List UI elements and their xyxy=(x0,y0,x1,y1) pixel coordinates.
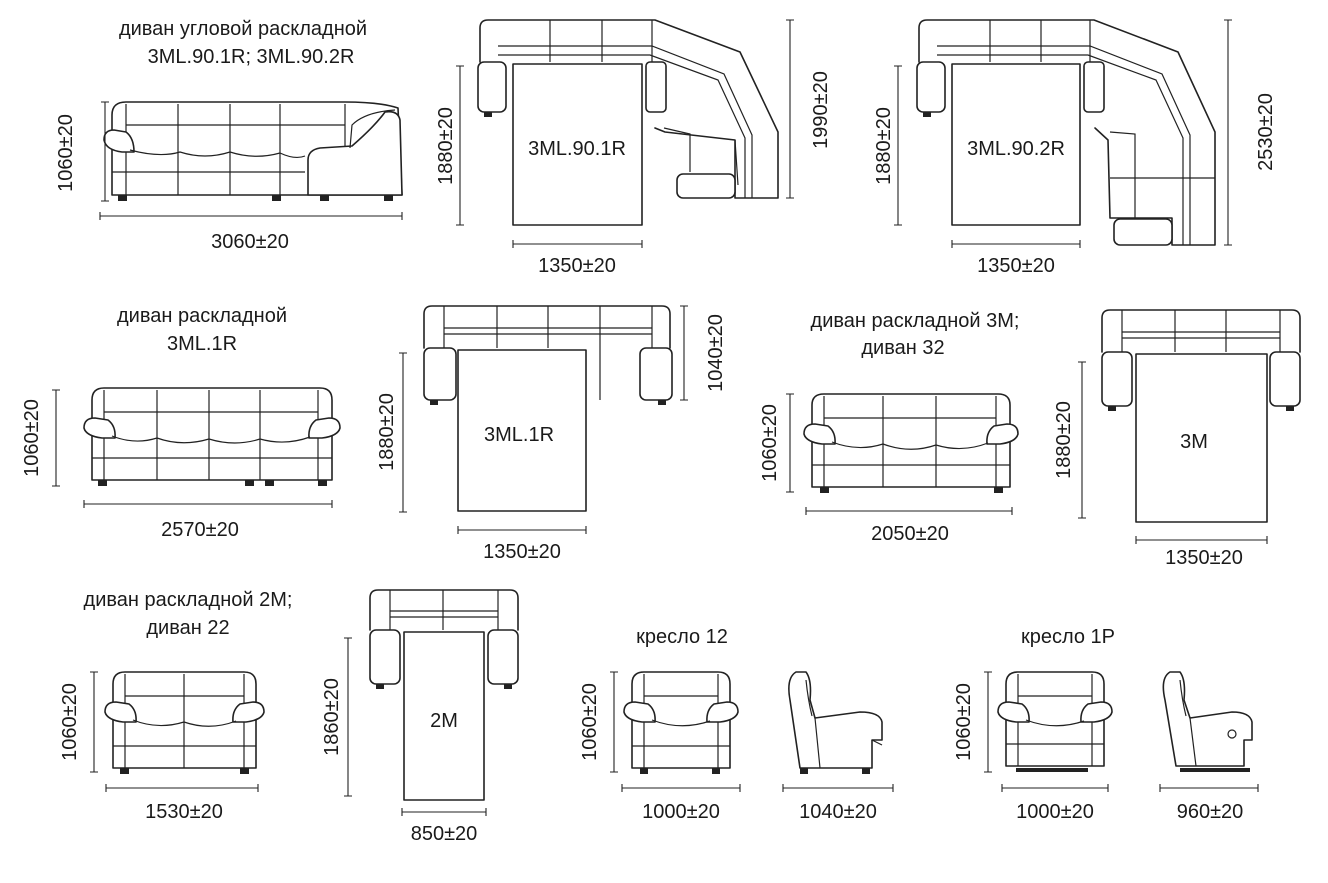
corner-sofa-title-line1: диван угловой раскладной xyxy=(119,18,367,40)
chair-12-group: кресло 12 1060±20 1000±20 1040±20 xyxy=(579,626,894,823)
sofa-3ml-title-line2: 3ML.1R xyxy=(167,333,237,355)
chair-1p-width-label: 1000±20 xyxy=(1016,801,1094,823)
sofa-3m-plan-drawing xyxy=(1101,309,1301,523)
chair-12-side-drawing xyxy=(788,671,883,774)
sofa-3ml-width-label: 2570±20 xyxy=(161,519,239,541)
corner-sofa-width-label: 3060±20 xyxy=(211,231,289,253)
sofa-3m-title-line1: диван раскладной 3М; xyxy=(811,310,1020,332)
corner-sofa-height-label: 1060±20 xyxy=(55,114,77,192)
corner-sofa-group: диван угловой раскладной 3ML.90.1R; 3ML.… xyxy=(55,18,403,253)
corner-plan-1-depth-label: 1990±20 xyxy=(810,71,832,149)
sofa-3ml-plan-drawing xyxy=(423,305,673,512)
sofa-3m-group: диван раскладной 3М; диван 32 1060±20 20… xyxy=(759,309,1301,569)
sofa-3m-plan-code: 3М xyxy=(1180,431,1208,453)
corner-plan-2-bed-length-label: 1880±20 xyxy=(873,107,895,185)
chair-1p-side-drawing xyxy=(1162,671,1253,772)
sofa-3m-title-line2: диван 32 xyxy=(861,337,944,359)
chair-1p-front-drawing xyxy=(997,671,1113,772)
sofa-2m-height-label: 1060±20 xyxy=(59,683,81,761)
sofa-3m-bed-width-label: 1350±20 xyxy=(1165,547,1243,569)
sofa-3ml-plan-code: 3ML.1R xyxy=(484,424,554,446)
sofa-3ml-bed-length-label: 1880±20 xyxy=(376,393,398,471)
chair-12-front-drawing xyxy=(623,671,739,774)
chair-1p-title: кресло 1Р xyxy=(1021,626,1115,648)
sofa-3ml-front-drawing xyxy=(83,387,341,486)
corner-plan-2-group: 3ML.90.2R 1880±20 2530±20 1350±20 xyxy=(873,19,1277,277)
corner-plan-1-group: 3ML.90.1R 1880±20 1990±20 1350±20 xyxy=(435,19,832,277)
corner-plan-1-bed-length-label: 1880±20 xyxy=(435,107,457,185)
sofa-3ml-group: диван раскладной 3ML.1R 1060±20 2570±20 xyxy=(21,305,727,563)
chair-12-height-label: 1060±20 xyxy=(579,683,601,761)
chair-12-depth-label: 1040±20 xyxy=(799,801,877,823)
corner-plan-2-code: 3ML.90.2R xyxy=(967,138,1065,160)
sofa-3ml-title-line1: диван раскладной xyxy=(117,305,287,327)
sofa-2m-plan-code: 2М xyxy=(430,710,458,732)
sofa-3m-front-drawing xyxy=(803,393,1019,493)
sofa-3m-bed-length-label: 1880±20 xyxy=(1053,401,1075,479)
corner-plan-1-bed-width-label: 1350±20 xyxy=(538,255,616,277)
chair-1p-group: кресло 1Р 1060±20 1000±20 960±20 xyxy=(953,626,1259,823)
sofa-2m-plan-drawing xyxy=(369,589,519,801)
sofa-2m-width-label: 1530±20 xyxy=(145,801,223,823)
corner-plan-1-code: 3ML.90.1R xyxy=(528,138,626,160)
corner-plan-2-bed-width-label: 1350±20 xyxy=(977,255,1055,277)
sofa-3ml-height-label: 1060±20 xyxy=(21,399,43,477)
sofa-2m-title-line1: диван раскладной 2М; xyxy=(84,589,293,611)
chair-12-title: кресло 12 xyxy=(636,626,728,648)
sofa-2m-front-drawing xyxy=(104,671,265,774)
sofa-3m-height-label: 1060±20 xyxy=(759,404,781,482)
sofa-2m-title-line2: диван 22 xyxy=(146,617,229,639)
sofa-2m-bed-width-label: 850±20 xyxy=(411,823,478,845)
sofa-2m-group: диван раскладной 2М; диван 22 1060±20 15… xyxy=(59,589,519,845)
sofa-2m-bed-length-label: 1860±20 xyxy=(321,678,343,756)
sofa-3ml-bed-width-label: 1350±20 xyxy=(483,541,561,563)
sofa-3m-width-label: 2050±20 xyxy=(871,523,949,545)
corner-plan-1-drawing xyxy=(477,19,779,226)
chair-12-width-label: 1000±20 xyxy=(642,801,720,823)
corner-sofa-front-drawing xyxy=(103,101,403,201)
chair-1p-depth-label: 960±20 xyxy=(1177,801,1244,823)
corner-plan-2-drawing xyxy=(916,19,1216,246)
corner-plan-2-depth-label: 2530±20 xyxy=(1255,93,1277,171)
chair-1p-height-label: 1060±20 xyxy=(953,683,975,761)
sofa-3ml-depth-label: 1040±20 xyxy=(705,314,727,392)
corner-sofa-title-line2: 3ML.90.1R; 3ML.90.2R xyxy=(148,46,355,68)
